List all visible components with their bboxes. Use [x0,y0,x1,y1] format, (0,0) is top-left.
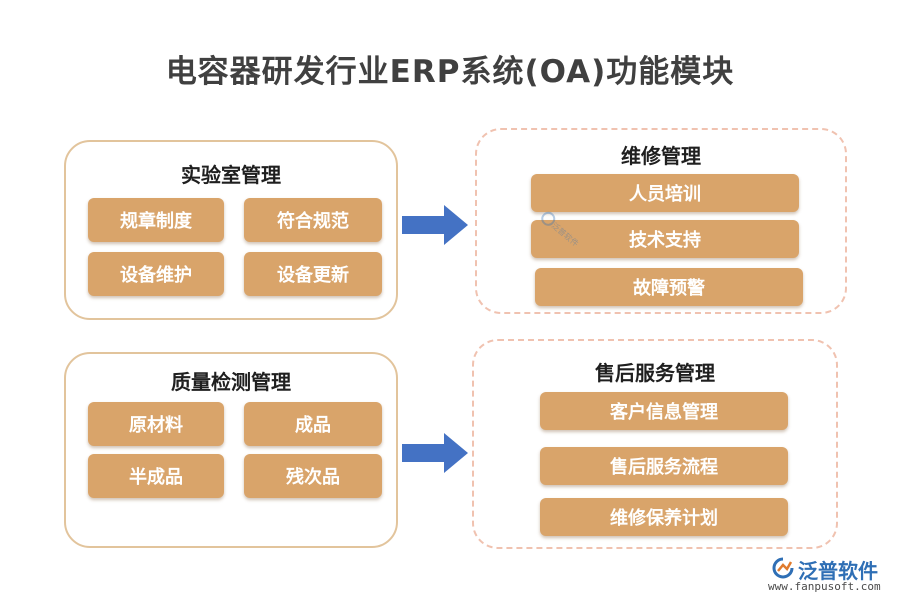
after-sales-item-maintenance-plan: 维修保养计划 [540,498,788,536]
lab-item-equipment-update: 设备更新 [244,252,382,296]
lab-management-panel: 实验室管理 规章制度 符合规范 设备维护 设备更新 [64,140,398,320]
page-title: 电容器研发行业ERP系统(OA)功能模块 [165,54,735,90]
quality-inspection-panel: 质量检测管理 原材料 成品 半成品 残次品 [64,352,398,548]
logo-url: www.fanpusoft.com [768,580,881,593]
quality-item-finished: 成品 [244,402,382,446]
after-sales-panel: 售后服务管理 客户信息管理 售后服务流程 维修保养计划 [472,339,838,549]
fanpu-logo-icon [772,557,794,579]
arrow-right-icon [402,433,468,473]
quality-item-raw-material: 原材料 [88,402,224,446]
repair-item-staff-training: 人员培训 [531,174,799,212]
repair-management-title: 维修管理 [621,144,701,168]
quality-item-defective: 残次品 [244,454,382,498]
fanpu-logo: 泛普软件 www.fanpusoft.com [768,553,893,598]
quality-item-semi-finished: 半成品 [88,454,224,498]
after-sales-title: 售后服务管理 [595,361,715,385]
quality-inspection-title: 质量检测管理 [171,370,291,394]
after-sales-item-service-process: 售后服务流程 [540,447,788,485]
repair-item-technical-support: 技术支持 [531,220,799,258]
arrow-right-icon [402,205,468,245]
after-sales-item-customer-info: 客户信息管理 [540,392,788,430]
lab-item-regulations: 规章制度 [88,198,224,242]
repair-item-fault-warning: 故障预警 [535,268,803,306]
logo-name: 泛普软件 [798,559,878,583]
watermark-logo-icon: 泛普软件 [517,208,585,276]
lab-item-equipment-maintenance: 设备维护 [88,252,224,296]
repair-management-panel: 维修管理 人员培训 技术支持 故障预警 [475,128,847,314]
lab-item-compliance: 符合规范 [244,198,382,242]
lab-management-title: 实验室管理 [181,163,281,187]
